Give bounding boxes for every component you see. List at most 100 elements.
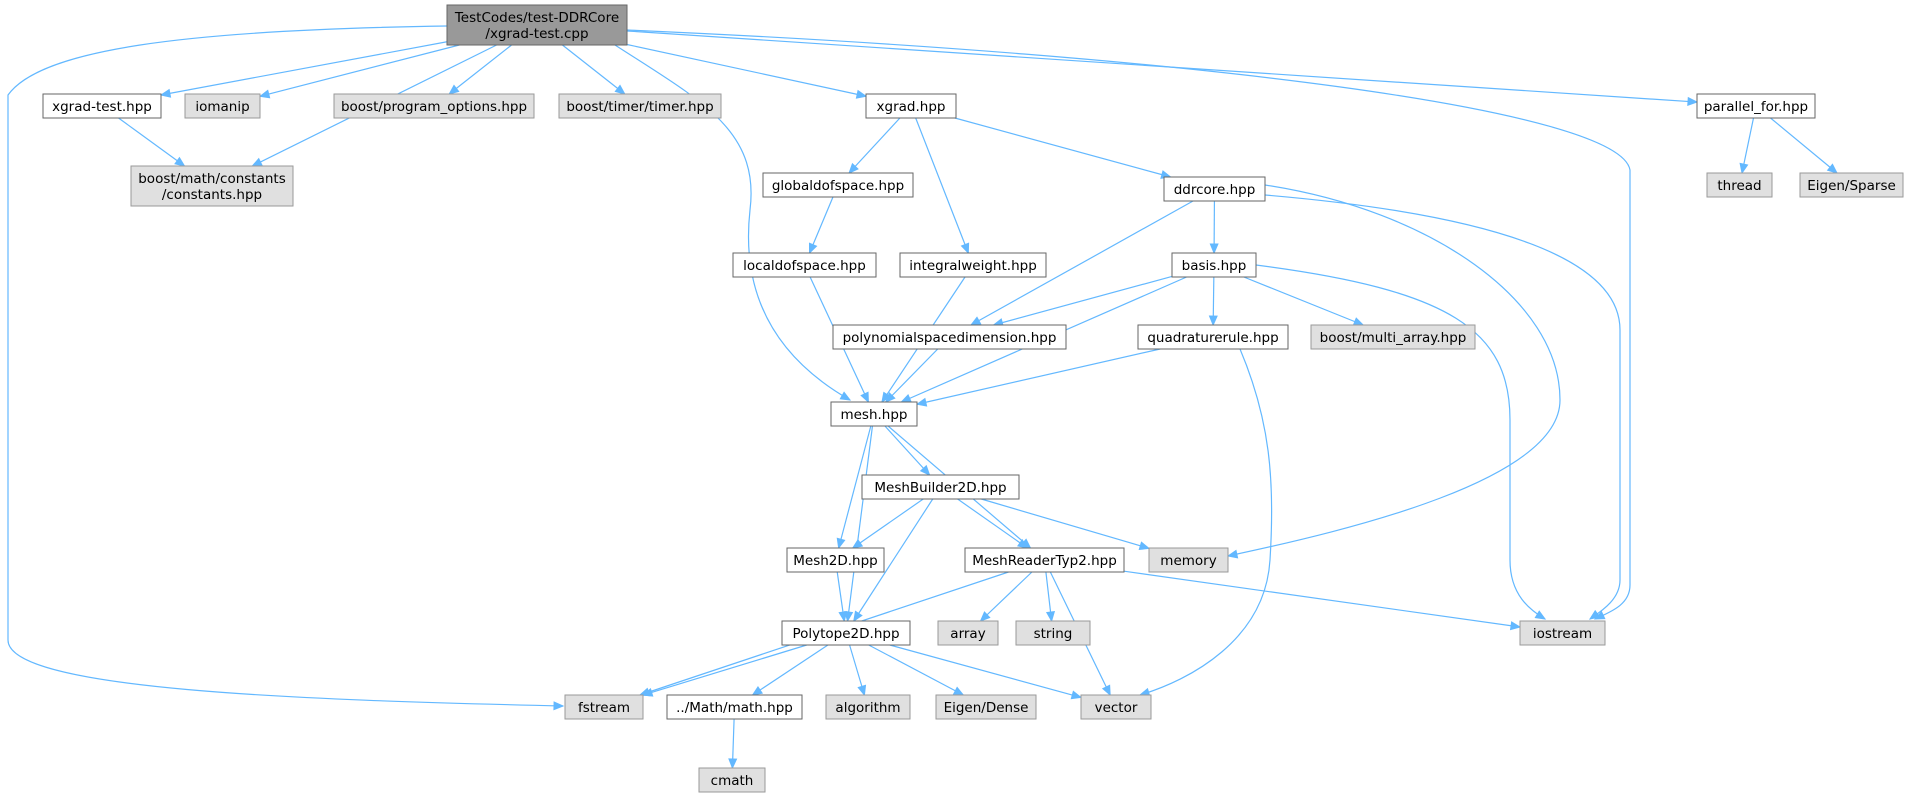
node-basis-label-0: basis.hpp — [1182, 258, 1247, 274]
node-globaldofspace[interactable]: globaldofspace.hpp — [762, 172, 914, 198]
node-constants-label-0: boost/math/constants — [138, 171, 286, 187]
node-iomanip: iomanip — [184, 93, 261, 119]
node-vector-label-0: vector — [1095, 700, 1138, 716]
node-quadrule[interactable]: quadraturerule.hpp — [1137, 324, 1289, 350]
node-cmath-label-0: cmath — [711, 773, 754, 789]
node-localdofspace-label-0: localdofspace.hpp — [743, 258, 866, 274]
node-parallel_for-label-0: parallel_for.hpp — [1704, 99, 1808, 115]
node-constants: boost/math/constants/constants.hpp — [130, 165, 294, 207]
node-eigen_dense: Eigen/Dense — [935, 694, 1037, 720]
edge-xgrad_hpp-to-ddrcore — [954, 117, 1172, 179]
node-ddrcore-label-0: ddrcore.hpp — [1174, 182, 1256, 198]
node-polytope-label-0: Polytope2D.hpp — [792, 626, 899, 642]
node-quadrule-label-0: quadraturerule.hpp — [1147, 330, 1278, 346]
edge-meshreader-to-array — [979, 571, 1033, 622]
node-string-label-0: string — [1034, 626, 1073, 642]
edge-meshbuilder-to-polytope — [853, 498, 934, 623]
edge-ddrcore-to-iostream — [1264, 194, 1621, 620]
node-mesh[interactable]: mesh.hpp — [830, 401, 918, 427]
node-program_options-label-0: boost/program_options.hpp — [341, 99, 527, 115]
node-basis[interactable]: basis.hpp — [1171, 252, 1257, 278]
node-xgrad_test_hpp-label-0: xgrad-test.hpp — [52, 99, 152, 115]
edge-meshbuilder-to-meshreader — [957, 498, 1029, 549]
node-xgrad_test_hpp[interactable]: xgrad-test.hpp — [42, 93, 162, 119]
node-iomanip-label-0: iomanip — [195, 99, 249, 115]
edge-parallel_for-to-thread — [1739, 117, 1755, 175]
edge-parallel_for-to-eigen_sparse — [1770, 117, 1838, 174]
node-constants-label-1: /constants.hpp — [162, 187, 262, 203]
node-eigen_sparse: Eigen/Sparse — [1799, 172, 1904, 198]
edge-xgrad_hpp-to-globaldofspace — [848, 117, 901, 174]
node-polyspacedim-label-0: polynomialspacedimension.hpp — [843, 330, 1057, 346]
edge-ddrcore-to-polyspacedim — [969, 200, 1194, 326]
node-eigen_sparse-label-0: Eigen/Sparse — [1807, 178, 1896, 194]
node-fstream: fstream — [564, 694, 644, 720]
node-mesh2d-label-0: Mesh2D.hpp — [793, 553, 878, 569]
edges-layer — [7, 25, 1838, 770]
node-globaldofspace-label-0: globaldofspace.hpp — [772, 178, 904, 194]
edge-meshreader-to-string — [1045, 571, 1056, 623]
edge-basis-to-multi_array — [1243, 276, 1365, 326]
node-integralweight-label-0: integralweight.hpp — [909, 258, 1037, 274]
edge-polytope-to-fstream — [641, 644, 807, 697]
edge-math-to-cmath — [728, 718, 738, 770]
node-meshreader-label-0: MeshReaderTyp2.hpp — [972, 553, 1117, 569]
node-memory: memory — [1148, 547, 1229, 573]
node-fstream-label-0: fstream — [578, 700, 630, 716]
edge-globaldofspace-to-localdofspace — [808, 196, 834, 255]
node-vector: vector — [1080, 694, 1152, 720]
edge-xgrad_test_hpp-to-constants — [118, 117, 186, 167]
node-timer-label-0: boost/timer/timer.hpp — [566, 99, 713, 115]
node-mesh-label-0: mesh.hpp — [840, 407, 907, 423]
edge-root-to-xgrad_hpp — [626, 43, 868, 99]
edge-root-to-iostream — [626, 29, 1631, 620]
node-root[interactable]: TestCodes/test-DDRCore/xgrad-test.cpp — [446, 4, 628, 46]
node-root-label-0: TestCodes/test-DDRCore — [454, 10, 619, 26]
edge-basis-to-quadrule — [1208, 276, 1218, 327]
edge-polyspacedim-to-mesh — [884, 348, 939, 403]
node-localdofspace[interactable]: localdofspace.hpp — [732, 252, 877, 278]
node-multi_array: boost/multi_array.hpp — [1310, 324, 1476, 350]
node-polyspacedim[interactable]: polynomialspacedimension.hpp — [832, 324, 1067, 350]
edge-mesh2d-to-polytope — [836, 571, 848, 623]
node-parallel_for[interactable]: parallel_for.hpp — [1696, 93, 1816, 119]
node-memory-label-0: memory — [1160, 553, 1216, 569]
edge-root-to-timer — [562, 44, 626, 95]
edge-quadrule-to-vector — [1138, 348, 1273, 697]
node-math-label-0: ../Math/math.hpp — [676, 700, 793, 716]
node-string: string — [1015, 620, 1091, 646]
node-meshreader[interactable]: MeshReaderTyp2.hpp — [964, 547, 1125, 573]
edge-ddrcore-to-memory — [1226, 184, 1561, 559]
edge-basis-to-polyspacedim — [992, 275, 1173, 327]
node-root-label-1: /xgrad-test.cpp — [485, 26, 588, 42]
edge-polytope-to-vector — [889, 644, 1083, 700]
node-array: array — [937, 620, 999, 646]
node-meshbuilder[interactable]: MeshBuilder2D.hpp — [861, 474, 1020, 500]
node-math[interactable]: ../Math/math.hpp — [666, 694, 803, 720]
node-iostream: iostream — [1519, 620, 1606, 646]
edge-root-to-fstream — [7, 25, 565, 711]
node-algorithm-label-0: algorithm — [835, 700, 900, 716]
node-mesh2d[interactable]: Mesh2D.hpp — [786, 547, 885, 573]
node-timer: boost/timer/timer.hpp — [558, 93, 722, 119]
edge-mesh-to-meshbuilder — [884, 425, 931, 476]
edge-xgrad_hpp-to-integralweight — [915, 117, 970, 255]
edge-mesh-to-mesh2d — [836, 425, 872, 550]
node-cmath: cmath — [698, 767, 766, 793]
edge-ddrcore-to-basis — [1209, 200, 1219, 255]
node-xgrad_hpp-label-0: xgrad.hpp — [877, 99, 946, 115]
node-integralweight[interactable]: integralweight.hpp — [899, 252, 1047, 278]
edge-root-to-iomanip — [258, 44, 460, 99]
node-xgrad_hpp[interactable]: xgrad.hpp — [865, 93, 957, 119]
node-meshbuilder-label-0: MeshBuilder2D.hpp — [874, 480, 1006, 496]
edge-meshreader-to-iostream — [1123, 570, 1522, 631]
node-ddrcore[interactable]: ddrcore.hpp — [1163, 176, 1266, 202]
edge-polytope-to-algorithm — [848, 644, 867, 697]
node-array-label-0: array — [950, 626, 985, 642]
node-polytope[interactable]: Polytope2D.hpp — [781, 620, 911, 646]
node-thread: thread — [1706, 172, 1773, 198]
edge-polytope-to-math — [751, 644, 829, 696]
node-program_options: boost/program_options.hpp — [333, 93, 535, 119]
edge-mesh-to-polytope — [844, 425, 874, 623]
